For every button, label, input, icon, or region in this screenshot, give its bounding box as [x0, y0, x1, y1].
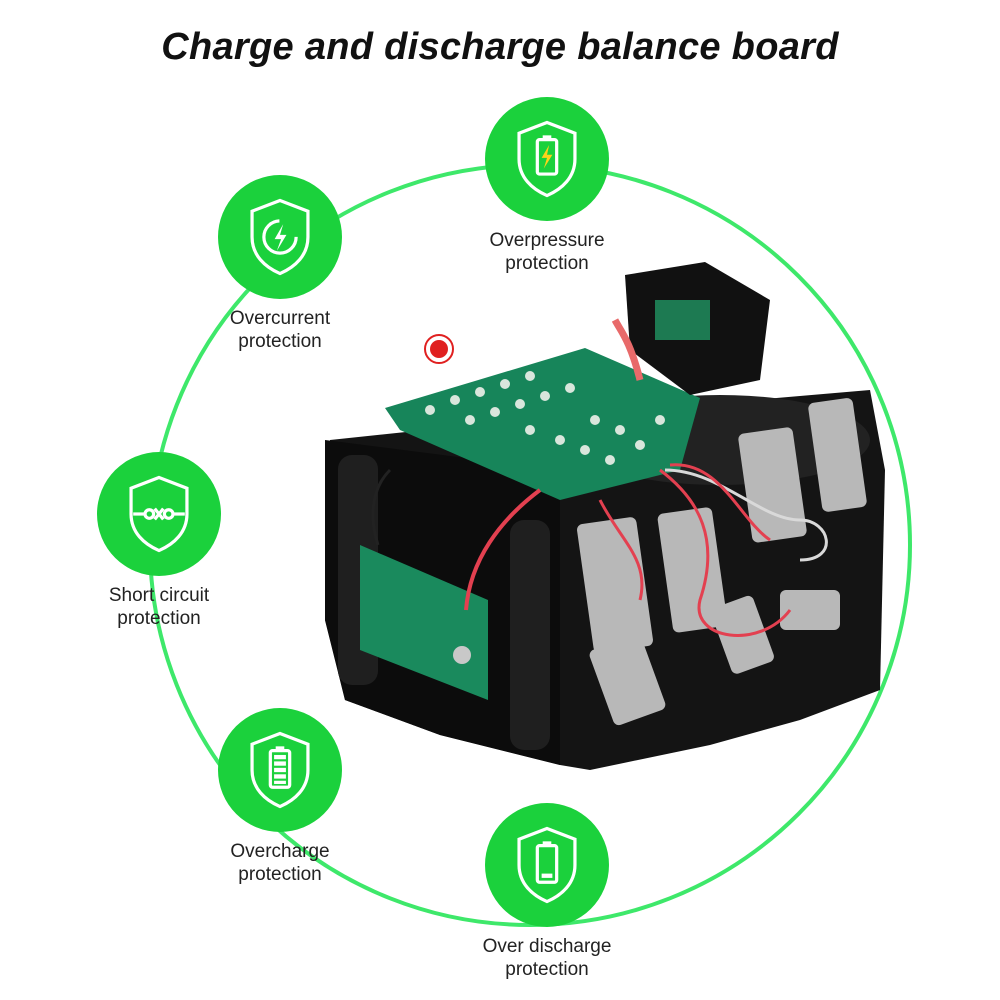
marker-dot: [424, 334, 454, 364]
feature-badge: [485, 97, 609, 221]
feature-caption: Short circuit protection: [39, 584, 279, 630]
feature-overpressure: Overpressure protection: [427, 97, 667, 275]
battery-full-shield-icon: [250, 731, 310, 809]
feature-caption: Overpressure protection: [427, 229, 667, 275]
feature-caption-line1: Short circuit: [108, 585, 210, 606]
feature-badge: [97, 452, 221, 576]
battery-bolt-shield-icon: [517, 120, 577, 198]
feature-caption-line1: Over discharge: [482, 936, 612, 957]
feature-caption-line1: Overcurrent: [229, 308, 331, 329]
feature-badge: [218, 175, 342, 299]
feature-badge: [485, 803, 609, 927]
feature-caption-line1: Overpressure: [489, 230, 605, 251]
feature-caption-line2: protection: [238, 864, 322, 885]
feature-caption-line2: protection: [238, 331, 322, 352]
feature-caption: Overcharge protection: [160, 840, 400, 886]
short-circuit-shield-icon: [129, 475, 189, 553]
feature-overcharge: Overcharge protection: [160, 708, 400, 886]
feature-badge: [218, 708, 342, 832]
battery-low-shield-icon: [517, 826, 577, 904]
feature-over-discharge: Over discharge protection: [427, 803, 667, 981]
feature-caption-line1: Overcharge: [230, 841, 330, 862]
feature-caption-line2: protection: [505, 253, 589, 274]
page-title: Charge and discharge balance board: [161, 26, 839, 68]
feature-caption: Over discharge protection: [427, 935, 667, 981]
bolt-shield-icon: [250, 198, 310, 276]
feature-caption-line2: protection: [505, 959, 589, 980]
feature-caption-line2: protection: [117, 608, 201, 629]
feature-caption: Overcurrent protection: [160, 307, 400, 353]
feature-short-circuit: Short circuit protection: [39, 452, 279, 630]
feature-overcurrent: Overcurrent protection: [160, 175, 400, 353]
